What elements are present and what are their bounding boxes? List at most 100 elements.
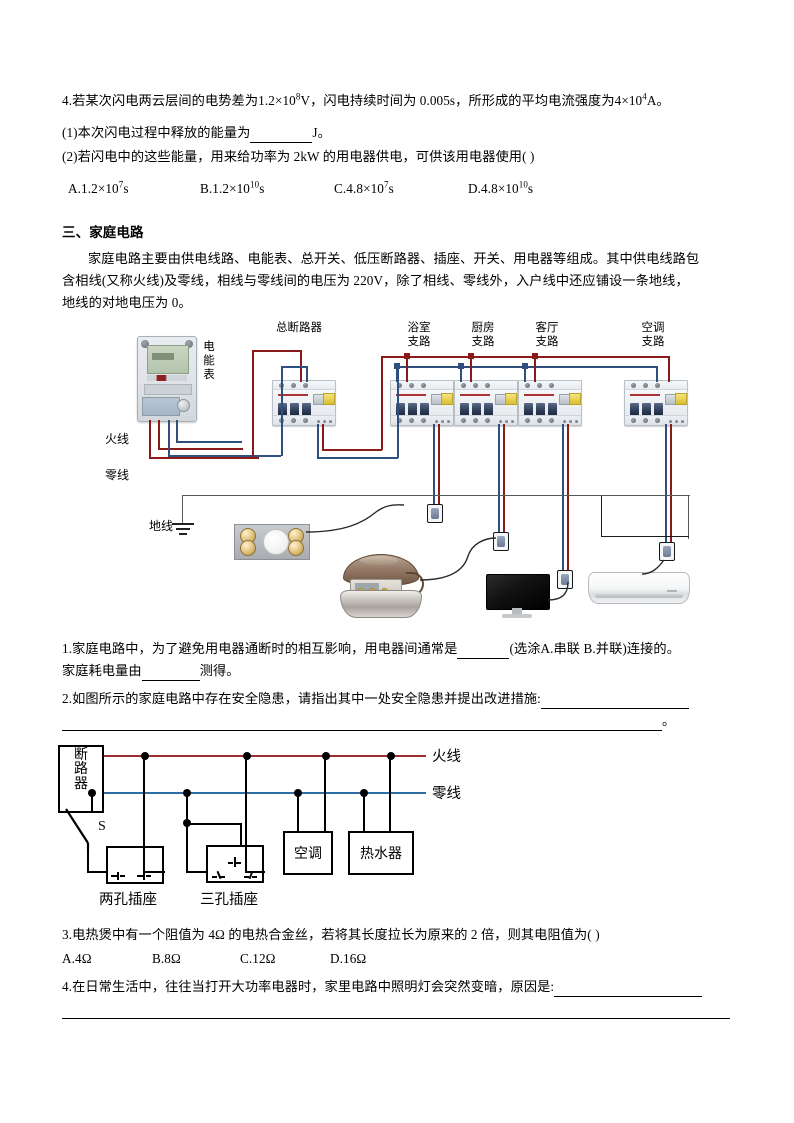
breaker-red-band bbox=[630, 394, 660, 396]
wire-neutral bbox=[168, 455, 281, 457]
wire-live bbox=[149, 420, 151, 458]
branch-breaker-bathroom bbox=[390, 380, 454, 426]
wire-live-tap bbox=[668, 356, 670, 382]
switch-bottom-lead bbox=[87, 847, 89, 873]
option-d-mantissa: 4.8×10 bbox=[481, 181, 519, 196]
breaker-bottom-terminal bbox=[525, 418, 530, 423]
breaker-bottom-terminal bbox=[329, 420, 332, 423]
waterheater-live-lead bbox=[389, 755, 391, 833]
wire-neutral-aircon bbox=[665, 424, 667, 546]
switch-to-socket bbox=[87, 871, 109, 873]
q1-text-b: (选涂A.串联 B.并联)连接的。 bbox=[509, 641, 681, 656]
wall-socket-livingroom bbox=[557, 570, 573, 589]
breaker-bottom-terminal bbox=[409, 418, 414, 423]
breaker-reset-button bbox=[441, 393, 453, 405]
wire-neutral bbox=[281, 366, 283, 456]
breaker-bottom-terminal bbox=[397, 418, 402, 423]
answer-blank-full-line[interactable] bbox=[62, 1018, 730, 1019]
breaker-red-band bbox=[396, 394, 426, 396]
option-d[interactable]: D.4.8×1010s bbox=[468, 180, 533, 198]
wire-live bbox=[252, 350, 302, 352]
breaker-terminal bbox=[655, 382, 660, 388]
breaker-red-band bbox=[278, 394, 308, 396]
option-c[interactable]: C.4.8×107s bbox=[334, 180, 394, 198]
waterheater-neutral-lead bbox=[363, 793, 365, 833]
meter-seal-right bbox=[185, 340, 193, 348]
option-a-mantissa: 1.2×10 bbox=[81, 181, 119, 196]
breaker-bottom-terminal bbox=[473, 418, 478, 423]
wire-live bbox=[322, 449, 382, 451]
option-b[interactable]: B.1.2×1010s bbox=[200, 180, 264, 198]
tv-stand-neck bbox=[512, 608, 522, 615]
breaker-bottom-terminal bbox=[537, 418, 542, 423]
breaker-toggle-lever bbox=[484, 403, 493, 416]
wire-neutral-kitchen bbox=[498, 424, 500, 536]
wire-neutral-tap bbox=[396, 366, 398, 382]
breaker-toggle-lever bbox=[642, 403, 651, 416]
wire-ground-right bbox=[688, 495, 690, 539]
breaker-bottom-terminal bbox=[485, 418, 490, 423]
meter-terminal-cover bbox=[142, 397, 180, 416]
option-b-mantissa: 1.2×10 bbox=[212, 181, 251, 196]
answer-blank[interactable] bbox=[250, 124, 313, 143]
wire-live-tap bbox=[406, 356, 408, 382]
breaker-terminal bbox=[409, 382, 414, 388]
schematic-breaker-label: 断 路 器 bbox=[74, 748, 88, 792]
label-main-breaker: 总断路器 bbox=[276, 322, 322, 334]
breaker-bottom-terminal bbox=[421, 418, 426, 423]
label-neutral-wire: 零线 bbox=[104, 468, 129, 482]
answer-blank[interactable] bbox=[141, 662, 200, 681]
q4-value-1-unit: V bbox=[300, 93, 311, 108]
option-c-label: C. bbox=[334, 181, 347, 196]
cooker-display bbox=[355, 583, 379, 592]
q4-sub1-text: (1)本次闪电过程中释放的能量为 bbox=[62, 125, 251, 140]
ground-symbol-bar-2 bbox=[176, 528, 190, 530]
answer-blank[interactable] bbox=[457, 640, 510, 659]
breaker-bottom-terminal bbox=[631, 418, 636, 423]
q2-end: 。 bbox=[662, 713, 676, 728]
breaker-bottom-terminal bbox=[511, 420, 514, 423]
option-a[interactable]: A.1.2×107s bbox=[68, 180, 129, 198]
breaker-bottom-terminal bbox=[675, 420, 678, 423]
cooker-body bbox=[340, 590, 422, 618]
question-4-bottom: 4.在日常生活中，往往当打开大功率电器时，家里电路中照明灯会突然变暗，原因是: bbox=[62, 978, 703, 997]
breaker-reset-button bbox=[505, 393, 517, 405]
question-3-option-c[interactable]: C.12Ω bbox=[240, 951, 276, 966]
breaker-terminal bbox=[397, 382, 402, 388]
answer-blank[interactable] bbox=[540, 690, 689, 709]
breaker-bottom-terminal bbox=[681, 420, 684, 423]
wire-neutral bbox=[397, 366, 399, 458]
q4-bottom-text: 4.在日常生活中，往往当打开大功率电器时，家里电路中照明灯会突然变暗，原因是: bbox=[62, 979, 555, 994]
branch-breaker-aircon bbox=[624, 380, 688, 426]
answer-blank[interactable] bbox=[554, 978, 703, 997]
breaker-toggle-lever bbox=[420, 403, 429, 416]
wall-socket-bathroom bbox=[427, 504, 443, 523]
two-hole-socket-caption: 两孔插座 bbox=[99, 892, 157, 908]
heater-center-light bbox=[263, 529, 289, 555]
answer-blank[interactable] bbox=[62, 712, 662, 731]
question-3-option-d[interactable]: D.16Ω bbox=[330, 951, 367, 966]
breaker-bottom-terminal bbox=[569, 420, 572, 423]
schematic-aircon-box bbox=[283, 831, 333, 875]
wire-live bbox=[252, 384, 254, 458]
breaker-toggle-lever bbox=[290, 403, 299, 416]
breaker-bottom-terminal bbox=[317, 420, 320, 423]
section-heading: 三、家庭电路 bbox=[62, 225, 144, 240]
label-branch-aircon: 空调 支路 bbox=[641, 322, 665, 348]
breaker-reset-button bbox=[323, 393, 335, 405]
cable-aircon bbox=[641, 559, 665, 575]
breaker-toggle-lever bbox=[472, 403, 481, 416]
breaker-terminal bbox=[537, 382, 542, 388]
breaker-bottom-terminal bbox=[441, 420, 444, 423]
question-2: 2.如图所示的家庭电路中存在安全隐患，请指出其中一处安全隐患并提出改进措施: bbox=[62, 690, 689, 709]
socket-plug-icon bbox=[663, 546, 671, 557]
air-conditioner bbox=[588, 572, 690, 604]
switch-lead bbox=[91, 793, 93, 813]
aircon-neutral-lead bbox=[297, 793, 299, 833]
earth-jumper-down bbox=[240, 823, 242, 847]
option-b-unit: s bbox=[259, 181, 265, 196]
breaker-bottom-terminal bbox=[435, 420, 438, 423]
question-3-option-a[interactable]: A.4Ω bbox=[62, 951, 92, 966]
breaker-bottom-terminal bbox=[549, 418, 554, 423]
question-3-option-b[interactable]: B.8Ω bbox=[152, 951, 181, 966]
